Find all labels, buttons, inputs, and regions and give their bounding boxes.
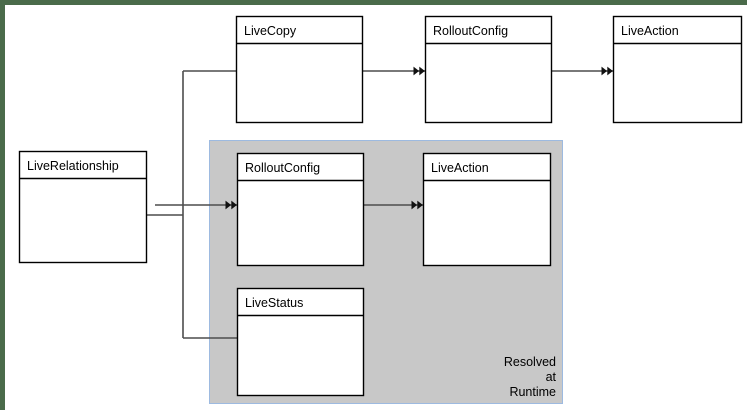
class-name-label: LiveAction <box>431 161 489 175</box>
class-name-label: LiveRelationship <box>27 159 119 173</box>
uml-class-live-copy[interactable]: LiveCopy <box>235 15 364 124</box>
edge-layer <box>146 66 613 339</box>
class-box <box>236 152 365 267</box>
uml-class-live-status-runtime[interactable]: LiveStatus <box>236 287 365 397</box>
class-box <box>235 15 364 124</box>
uml-class-live-action-static[interactable]: LiveAction <box>612 15 743 124</box>
class-box <box>612 15 743 124</box>
class-name-label: LiveAction <box>621 24 679 38</box>
uml-class-rollout-config-static[interactable]: RolloutConfig <box>424 15 553 124</box>
class-box <box>422 152 552 267</box>
class-box <box>236 287 365 397</box>
class-name-label: RolloutConfig <box>433 24 508 38</box>
runtime-note-line: at <box>546 370 557 384</box>
runtime-note-line: Runtime <box>509 385 556 399</box>
uml-class-live-relationship[interactable]: LiveRelationship <box>18 150 148 264</box>
class-name-label: RolloutConfig <box>245 161 320 175</box>
class-box <box>18 150 148 264</box>
runtime-note-line: Resolved <box>504 355 556 369</box>
class-name-label: LiveStatus <box>245 296 303 310</box>
class-name-label: LiveCopy <box>244 24 297 38</box>
uml-class-rollout-config-runtime[interactable]: RolloutConfig <box>236 152 365 267</box>
uml-class-live-action-runtime[interactable]: LiveAction <box>422 152 552 267</box>
class-box <box>424 15 553 124</box>
